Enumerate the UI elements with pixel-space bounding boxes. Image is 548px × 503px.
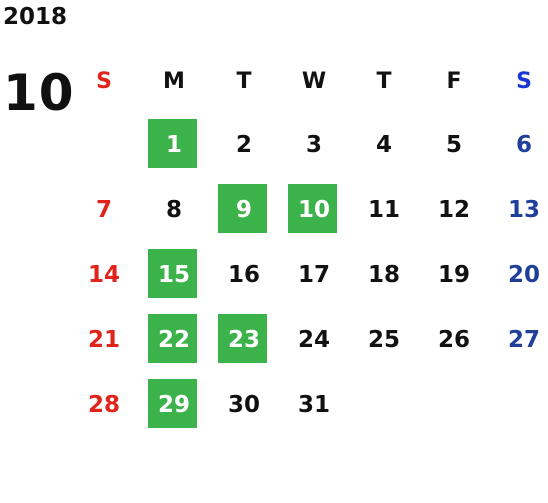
weekday-friday: F	[446, 68, 462, 94]
day-number: 27	[507, 326, 540, 353]
day-number: 15	[157, 261, 190, 288]
day-number: 28	[87, 391, 120, 418]
day-number: 31	[297, 391, 330, 418]
week-row: 21 22 23 24 25 26 27	[69, 307, 548, 372]
day-number: 13	[507, 196, 540, 223]
day-cell[interactable]: 10	[279, 177, 349, 242]
weekday-monday: M	[163, 68, 185, 94]
day-number: 23	[227, 326, 260, 353]
day-number: 17	[297, 261, 330, 288]
week-row: 14 15 16 17 18 19 20	[69, 242, 548, 307]
day-cell[interactable]: 27	[489, 307, 548, 372]
day-cell[interactable]: 19	[419, 242, 489, 307]
day-cell[interactable]: 3	[279, 112, 349, 177]
day-number: 26	[437, 326, 470, 353]
empty-day-cell	[69, 112, 139, 177]
day-cell[interactable]: 30	[209, 372, 279, 437]
day-number: 9	[235, 196, 252, 223]
day-number: 16	[227, 261, 260, 288]
day-cell[interactable]: 23	[209, 307, 279, 372]
day-number: 4	[375, 131, 392, 158]
day-number: 2	[235, 131, 252, 158]
day-cell[interactable]: 6	[489, 112, 548, 177]
day-cell[interactable]: 20	[489, 242, 548, 307]
month-label: 10	[3, 64, 75, 122]
day-number: 18	[367, 261, 400, 288]
day-cell[interactable]: 5	[419, 112, 489, 177]
highlight-box	[148, 119, 197, 168]
highlight-box	[148, 249, 197, 298]
day-number: 3	[305, 131, 322, 158]
day-number: 10	[297, 196, 330, 223]
highlight-box	[218, 184, 267, 233]
day-cell[interactable]: 18	[349, 242, 419, 307]
day-number: 21	[87, 326, 120, 353]
day-cell[interactable]: 9	[209, 177, 279, 242]
day-number: 14	[87, 261, 120, 288]
highlight-box	[288, 184, 337, 233]
day-cell[interactable]: 16	[209, 242, 279, 307]
day-cell[interactable]: 17	[279, 242, 349, 307]
day-cell[interactable]: 29	[139, 372, 209, 437]
empty-day-cell	[419, 372, 489, 437]
weekday-tuesday: T	[236, 68, 252, 94]
day-number: 12	[437, 196, 470, 223]
highlight-box	[148, 379, 197, 428]
day-number: 30	[227, 391, 260, 418]
day-cell[interactable]: 11	[349, 177, 419, 242]
day-number: 1	[165, 131, 182, 158]
day-number: 7	[95, 196, 112, 223]
highlight-box	[218, 314, 267, 363]
day-cell[interactable]: 24	[279, 307, 349, 372]
day-cell[interactable]: 28	[69, 372, 139, 437]
day-number: 20	[507, 261, 540, 288]
day-cell[interactable]: 2	[209, 112, 279, 177]
day-cell[interactable]: 13	[489, 177, 548, 242]
day-number: 6	[515, 131, 532, 158]
day-cell[interactable]: 4	[349, 112, 419, 177]
year-label: 2018	[3, 4, 68, 30]
day-cell[interactable]: 21	[69, 307, 139, 372]
weekday-wednesday: W	[301, 68, 327, 94]
weekday-saturday: S	[516, 68, 532, 94]
empty-day-cell	[349, 372, 419, 437]
day-number: 22	[157, 326, 190, 353]
weekday-header-row: S M T W T F S	[69, 50, 548, 112]
day-number: 5	[445, 131, 462, 158]
day-number: 29	[157, 391, 190, 418]
day-cell[interactable]: 26	[419, 307, 489, 372]
day-number: 8	[165, 196, 182, 223]
week-row: 1 2 3 4 5 6	[69, 112, 548, 177]
day-number: 11	[367, 196, 400, 223]
highlight-box	[148, 314, 197, 363]
day-cell[interactable]: 14	[69, 242, 139, 307]
day-cell[interactable]: 31	[279, 372, 349, 437]
day-cell[interactable]: 1	[139, 112, 209, 177]
empty-day-cell	[489, 372, 548, 437]
weekday-sunday: S	[96, 68, 112, 94]
day-number: 25	[367, 326, 400, 353]
day-cell[interactable]: 12	[419, 177, 489, 242]
week-row: 28 29 30 31	[69, 372, 548, 437]
day-cell[interactable]: 15	[139, 242, 209, 307]
day-cell[interactable]: 25	[349, 307, 419, 372]
weekday-thursday: T	[376, 68, 392, 94]
day-cell[interactable]: 8	[139, 177, 209, 242]
day-cell[interactable]: 7	[69, 177, 139, 242]
week-row: 7 8 9 10 11 12 13	[69, 177, 548, 242]
day-number: 19	[437, 261, 470, 288]
day-number: 24	[297, 326, 330, 353]
day-cell[interactable]: 22	[139, 307, 209, 372]
